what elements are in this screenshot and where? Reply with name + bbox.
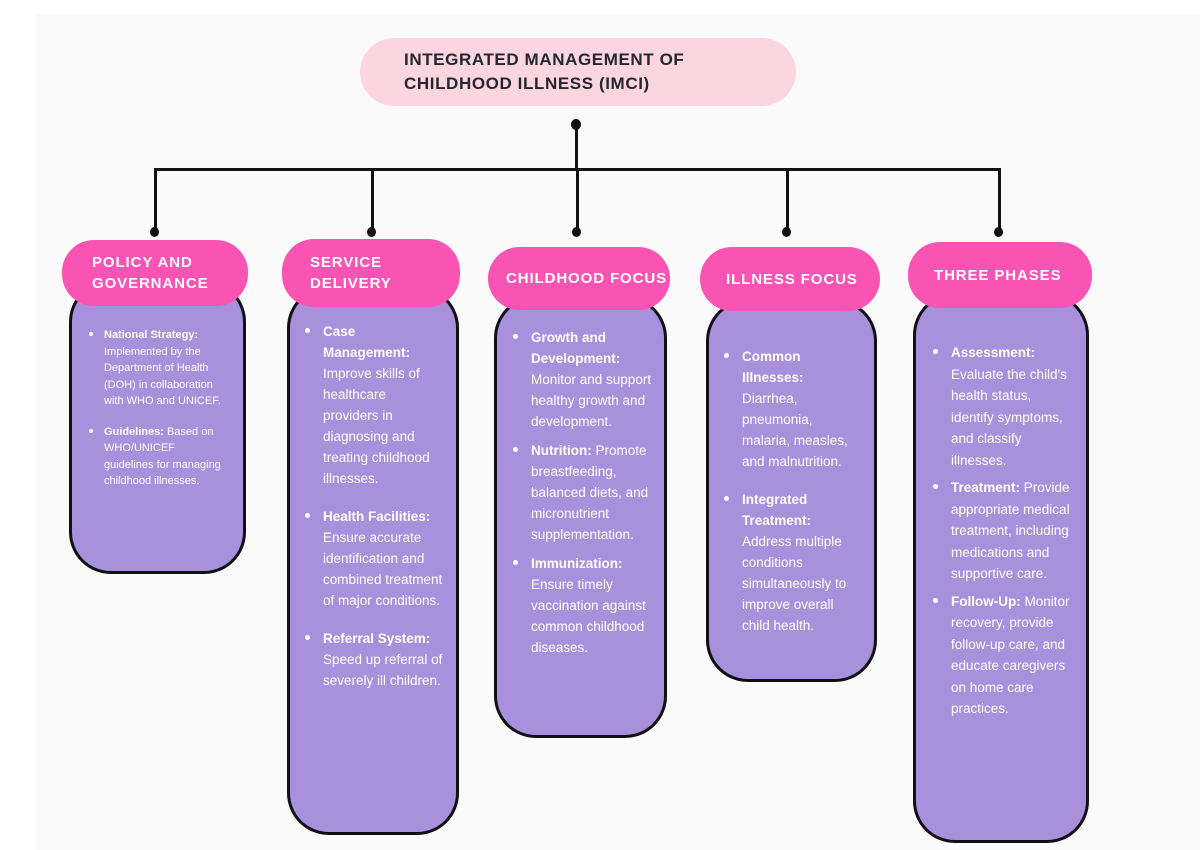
list-item: Growth and Development: Monitor and supp… bbox=[510, 327, 652, 432]
branch-body: Common Illnesses: Diarrhea, pneumonia, m… bbox=[706, 299, 877, 682]
branch-header: POLICY AND GOVERNANCE bbox=[62, 240, 248, 306]
list-item: Treatment: Provide appropriate medical t… bbox=[930, 477, 1074, 585]
connector-dot bbox=[572, 227, 581, 237]
connector-dot bbox=[367, 227, 376, 237]
branch-body: National Strategy: Implemented by the De… bbox=[69, 280, 246, 574]
list-item: Nutrition: Promote breastfeeding, balanc… bbox=[510, 440, 652, 545]
connector-drop-line bbox=[576, 170, 579, 230]
list-item: Health Facilities: Ensure accurate ident… bbox=[302, 506, 444, 611]
top-margin bbox=[0, 0, 1200, 14]
branch-header: SERVICE DELIVERY bbox=[282, 239, 460, 307]
connector-drop-line bbox=[998, 170, 1001, 230]
list-item: Immunization: Ensure timely vaccination … bbox=[510, 553, 652, 658]
branch-items: Growth and Development: Monitor and supp… bbox=[497, 299, 664, 658]
list-item: Integrated Treatment: Address multiple c… bbox=[721, 489, 862, 636]
list-item: Common Illnesses: Diarrhea, pneumonia, m… bbox=[721, 346, 862, 472]
connector-drop-line bbox=[786, 170, 789, 230]
branch-body: Case Management: Improve skills of healt… bbox=[287, 286, 459, 835]
branch-header: THREE PHASES bbox=[908, 242, 1092, 308]
connector-drop-line bbox=[154, 170, 157, 230]
branch-items: Case Management: Improve skills of healt… bbox=[290, 289, 456, 691]
list-item: Case Management: Improve skills of healt… bbox=[302, 321, 444, 489]
connector-dot bbox=[571, 119, 581, 130]
branch-items: National Strategy: Implemented by the De… bbox=[72, 283, 243, 490]
list-item: Guidelines: Based on WHO/UNICEF guidelin… bbox=[86, 424, 227, 490]
branch-body: Growth and Development: Monitor and supp… bbox=[494, 296, 667, 738]
list-item: Assessment: Evaluate the child's health … bbox=[930, 342, 1074, 471]
connector-dot bbox=[994, 227, 1003, 237]
connector-dot bbox=[782, 227, 791, 237]
title-line-2: CHILDHOOD ILLNESS (IMCI) bbox=[404, 74, 650, 93]
list-item: Follow-Up: Monitor recovery, provide fol… bbox=[930, 591, 1074, 720]
connector-horizontal-line bbox=[154, 168, 1001, 171]
connector-stem-line bbox=[575, 128, 578, 170]
branch-body: Assessment: Evaluate the child's health … bbox=[913, 293, 1089, 843]
connector-drop-line bbox=[371, 170, 374, 230]
list-item: Referral System: Speed up referral of se… bbox=[302, 628, 444, 691]
branch-header: CHILDHOOD FOCUS bbox=[488, 247, 670, 310]
diagram-title: INTEGRATED MANAGEMENT OF CHILDHOOD ILLNE… bbox=[360, 38, 796, 106]
branch-items: Common Illnesses: Diarrhea, pneumonia, m… bbox=[709, 302, 874, 636]
left-margin bbox=[0, 0, 35, 850]
branch-items: Assessment: Evaluate the child's health … bbox=[916, 296, 1086, 720]
connector-dot bbox=[150, 227, 159, 237]
branch-header: ILLNESS FOCUS bbox=[700, 247, 880, 311]
title-line-1: INTEGRATED MANAGEMENT OF bbox=[404, 50, 685, 69]
list-item: National Strategy: Implemented by the De… bbox=[86, 327, 227, 410]
